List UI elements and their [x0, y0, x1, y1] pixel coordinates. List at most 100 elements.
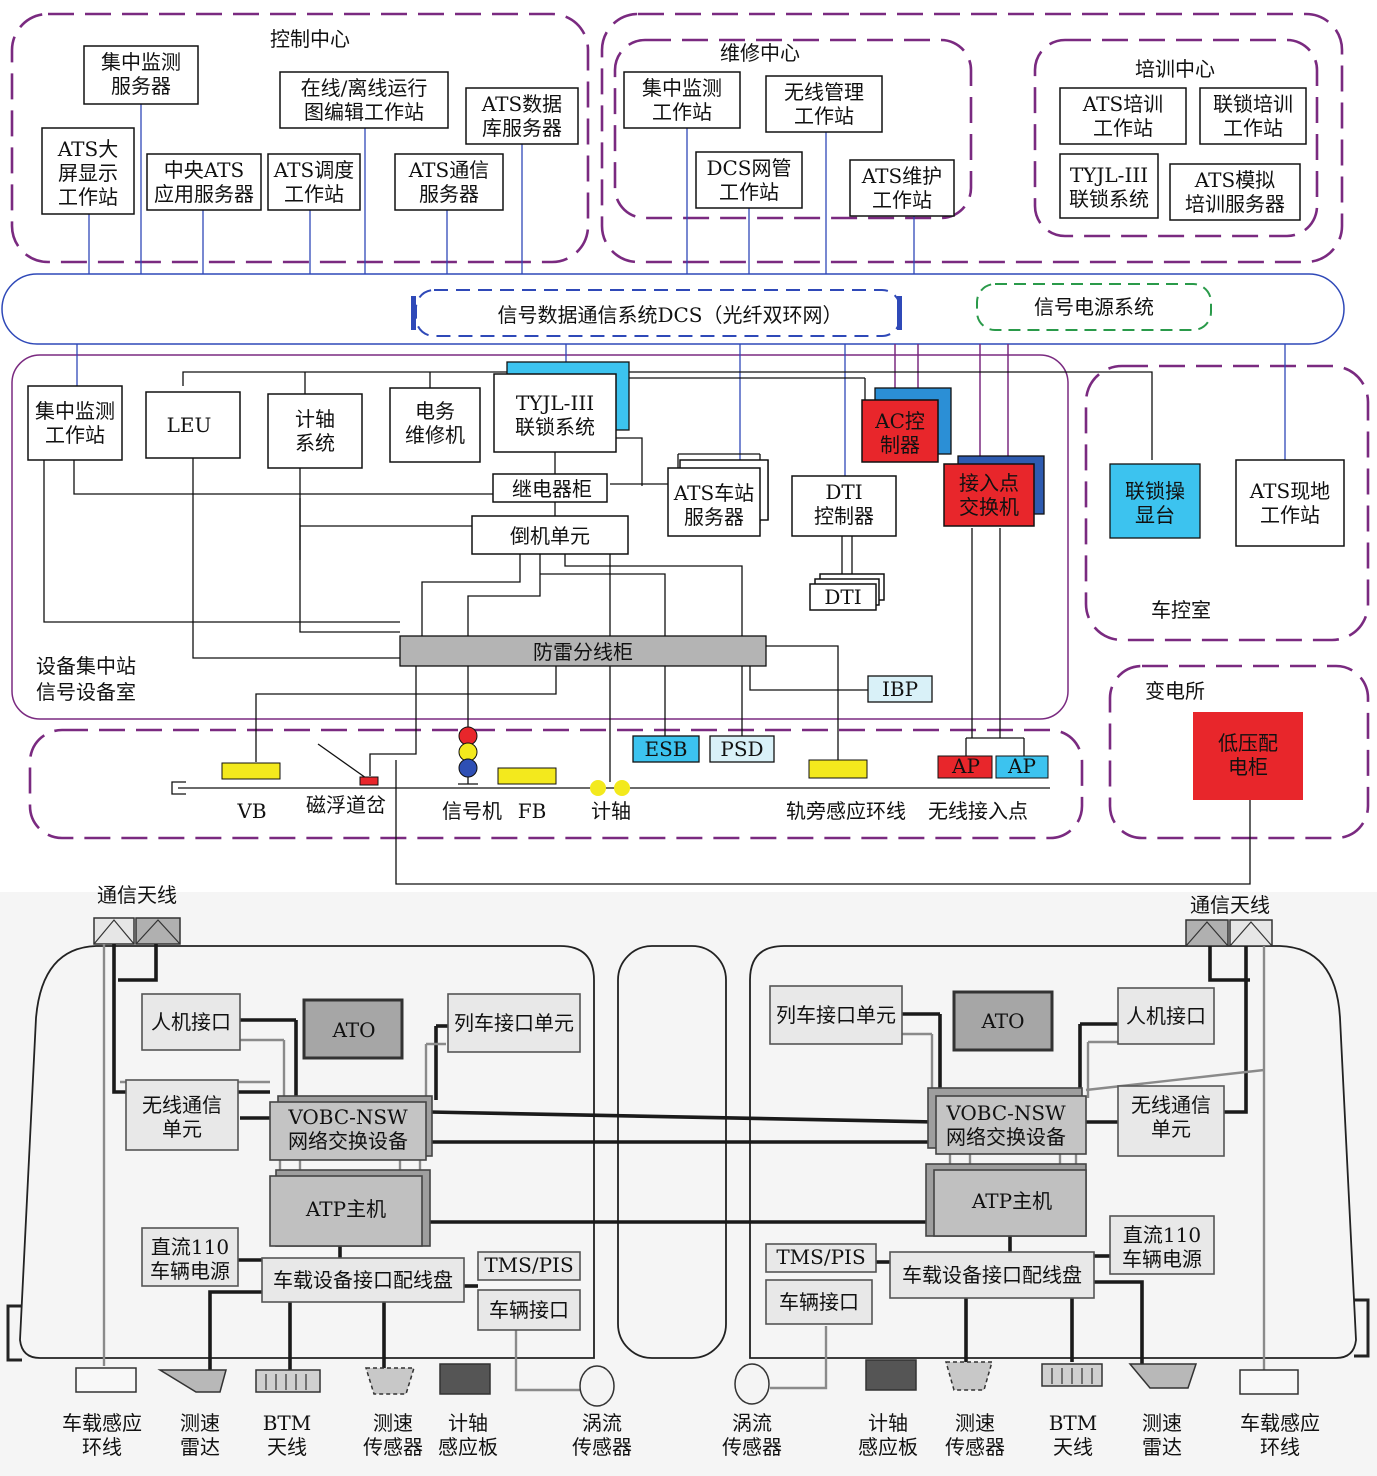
left-btm-l2: 天线	[267, 1435, 307, 1459]
left-vobc-l1: VOBC-NSW	[287, 1105, 408, 1129]
mc-dcs-mgmt-l2: 工作站	[719, 180, 779, 204]
er-ac-controller-l1: AC控	[874, 409, 925, 433]
right-radio-l1: 无线通信	[1131, 1093, 1211, 1117]
car-gangway	[617, 945, 727, 1359]
left-tms-box	[477, 1251, 581, 1281]
cc-big-screen-l1: ATS大	[57, 137, 118, 161]
vcr-interlock-console-l2: 显台	[1135, 503, 1175, 527]
dcs-dashed-end-right	[897, 296, 902, 330]
right-radio-l2: 单元	[1151, 1117, 1191, 1141]
er-axle-system-l1: 计轴	[295, 407, 335, 431]
er-monitor-ws-l1: 集中监测	[35, 399, 115, 423]
left-eddy-sensor-icon	[579, 1365, 615, 1407]
left-radar-l2: 雷达	[180, 1435, 220, 1459]
left-radio-l1: 无线通信	[142, 1093, 222, 1117]
trackside-switch-marker	[359, 776, 379, 786]
right-tiu-box	[769, 985, 903, 1045]
left-antenna-label: 通信天线	[97, 883, 177, 907]
er-leu-label: LEU	[167, 413, 212, 437]
right-eddy-l1: 涡流	[732, 1411, 772, 1435]
label-training-center: 培训中心	[1135, 57, 1215, 81]
left-coupler	[6, 1304, 22, 1362]
tc-interlock-training-l1: 联锁培训	[1213, 92, 1293, 116]
er-ats-station-l2: 服务器	[684, 505, 744, 529]
right-atp-label: ATP主机	[971, 1189, 1052, 1213]
left-hmi-box	[141, 993, 241, 1051]
er-tyjl-l2: 联锁系统	[515, 415, 595, 439]
left-wiring-box	[261, 1257, 465, 1303]
er-ats-station-l1: ATS车站	[673, 481, 754, 505]
label-maintenance-center: 维修中心	[720, 41, 800, 65]
left-vobc-box	[269, 1101, 427, 1161]
cc-monitor-server-l1: 集中监测	[101, 50, 181, 74]
trackside-ap2-box	[995, 755, 1049, 779]
er-psd-box	[709, 735, 775, 763]
left-loop-l1: 车载感应	[62, 1411, 142, 1435]
left-dc110-l2: 车辆电源	[150, 1259, 230, 1283]
left-axle-plate-icon	[439, 1363, 491, 1395]
er-access-switch-l1: 接入点	[959, 471, 1019, 495]
mc-dcs-mgmt-box	[695, 151, 803, 209]
signal-light-red-icon	[458, 726, 478, 746]
right-tms-label: TMS/PIS	[776, 1245, 865, 1269]
right-speed-l2: 传感器	[945, 1435, 1005, 1459]
label-control-center: 控制中心	[270, 27, 350, 51]
left-axle-plate-l1: 计轴	[448, 1411, 488, 1435]
left-ato-box	[302, 998, 404, 1060]
antenna-right-1-icon	[1185, 919, 1229, 947]
cc-big-screen-l3: 工作站	[58, 185, 118, 209]
label-equipment-room-2: 信号设备室	[36, 680, 136, 704]
vcr-ats-local-l1: ATS现地	[1249, 479, 1330, 503]
right-btm-l1: BTM	[1049, 1411, 1098, 1435]
sub-lv-cabinet-box	[1193, 712, 1303, 800]
trackside-ap2-label: AP	[1007, 754, 1036, 778]
mc-ats-maint-box	[849, 159, 955, 217]
vcr-interlock-console-l1: 联锁操	[1125, 479, 1185, 503]
right-ato-label: ATO	[980, 1009, 1024, 1033]
mc-wireless-mgmt-l1: 无线管理	[784, 80, 864, 104]
er-axle-system-l2: 系统	[295, 431, 335, 455]
left-ato-label: ATO	[331, 1018, 375, 1042]
vcr-ats-local-l2: 工作站	[1260, 503, 1320, 527]
er-psd-label: PSD	[720, 737, 763, 761]
trackside-ap1-box	[937, 755, 993, 779]
er-relay-cabinet-box	[492, 473, 608, 503]
mc-monitor-ws-l1: 集中监测	[642, 76, 722, 100]
cc-ats-comm-l2: 服务器	[419, 182, 479, 206]
left-speed-l1: 测速	[373, 1411, 413, 1435]
right-speed-l1: 测速	[955, 1411, 995, 1435]
cc-monitor-server-box	[83, 45, 199, 105]
cc-ats-dispatch-l1: ATS调度	[273, 158, 354, 182]
left-speed-sensor-icon	[364, 1367, 416, 1395]
label-vehicle-control-room: 车控室	[1151, 598, 1211, 622]
right-vobc-l2: 网络交换设备	[946, 1125, 1066, 1149]
right-radar-icon	[1128, 1363, 1198, 1389]
er-tyjl-l1: TYJL-III	[516, 391, 594, 415]
cc-central-ats-box	[146, 153, 262, 211]
trackside-fb-marker	[497, 767, 557, 785]
tc-ats-training-box	[1059, 87, 1187, 145]
dcs-bus	[1, 273, 1345, 345]
cc-ats-comm-l1: ATS通信	[408, 158, 489, 182]
tc-ats-sim-l1: ATS模拟	[1194, 168, 1275, 192]
tc-interlock-training-box	[1199, 87, 1307, 145]
trackside-wireless-label: 无线接入点	[928, 799, 1028, 823]
left-car-outline	[19, 945, 595, 1359]
right-vehicle-if-box	[765, 1279, 873, 1325]
mc-wireless-mgmt-l2: 工作站	[794, 104, 854, 128]
er-lightning-cabinet-box	[399, 635, 767, 667]
left-atp-label: ATP主机	[305, 1197, 386, 1221]
vcr-ats-local-box	[1235, 459, 1345, 547]
right-loop-l2: 环线	[1260, 1435, 1300, 1459]
dcs-label: 信号数据通信系统DCS（光纤双环网）	[497, 303, 842, 327]
er-maint-pc-l2: 维修机	[405, 423, 465, 447]
cc-central-ats-l2: 应用服务器	[154, 182, 254, 206]
right-tiu-label: 列车接口单元	[776, 1003, 896, 1027]
tc-ats-training-l2: 工作站	[1093, 116, 1153, 140]
left-radio-box	[125, 1079, 239, 1151]
sub-lv-cabinet-l1: 低压配	[1218, 731, 1278, 755]
right-antenna-label: 通信天线	[1190, 893, 1270, 917]
right-btm-l2: 天线	[1053, 1435, 1093, 1459]
cc-schedule-editor-l2: 图编辑工作站	[304, 100, 424, 124]
right-tms-box	[765, 1243, 877, 1273]
